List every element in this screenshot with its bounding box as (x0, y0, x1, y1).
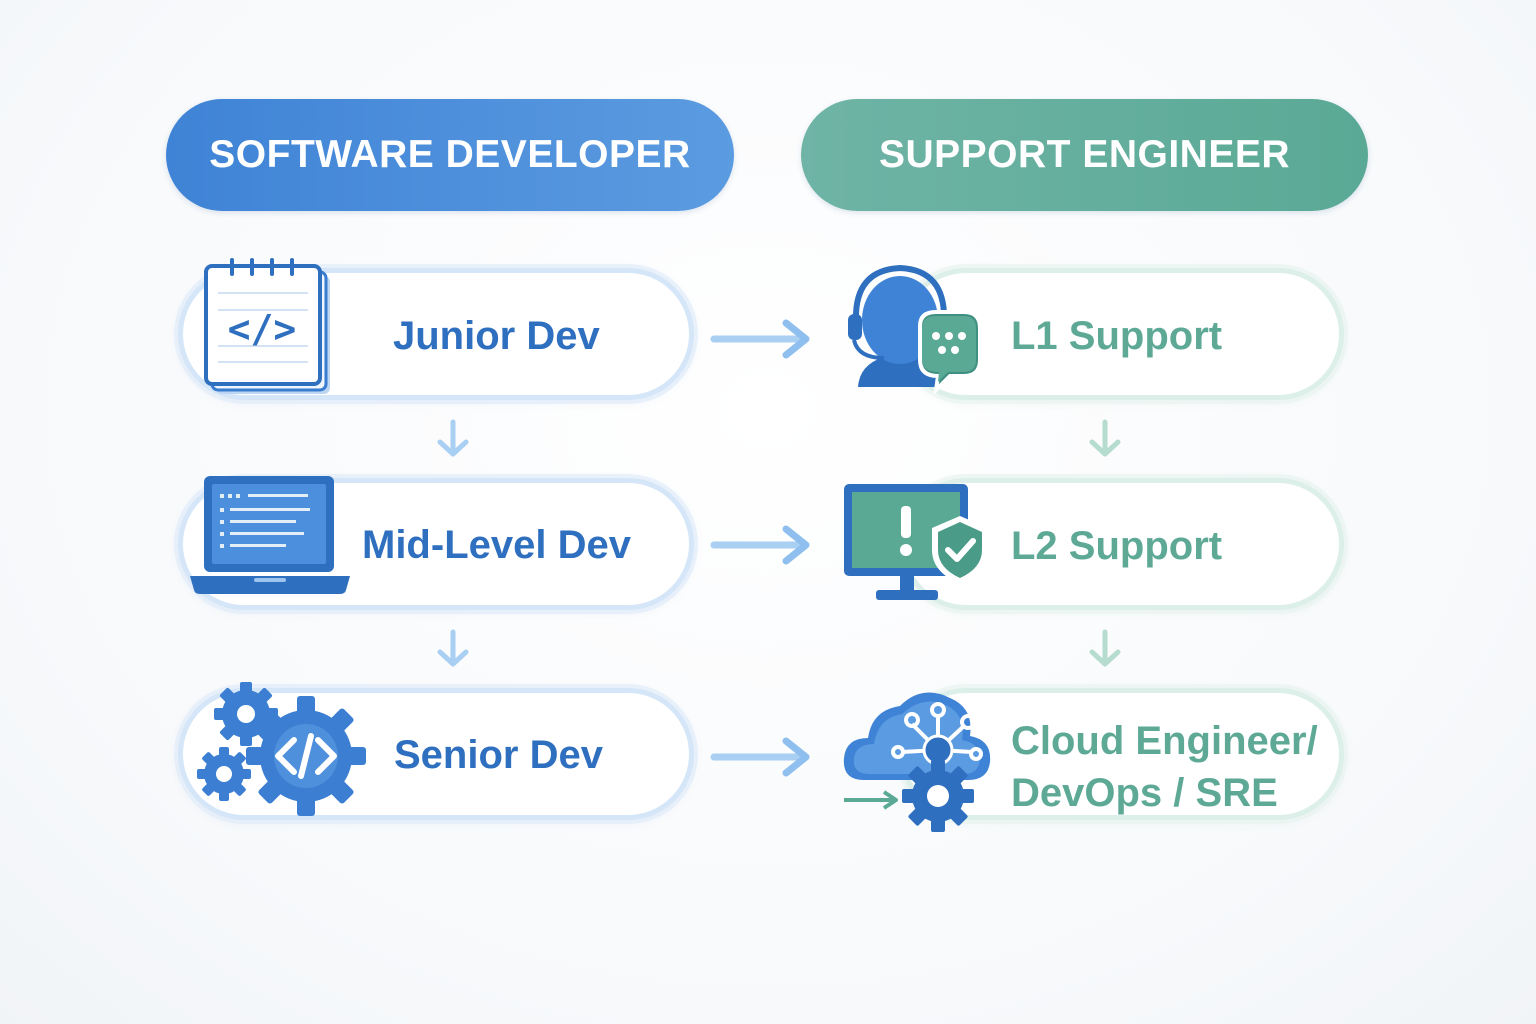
mid-level-dev-label: Mid-Level Dev (362, 523, 631, 567)
arrow-down-l2-to-cloud (1089, 629, 1121, 667)
arrow-right-senior-to-cloud (710, 737, 810, 777)
monitor-shield-icon (844, 484, 988, 600)
senior-dev-label: Senior Dev (394, 733, 603, 777)
cloud-engineer-card (900, 688, 1344, 820)
software-developer-header: SOFTWARE DEVELOPER (166, 99, 734, 211)
support-engineer-title: SUPPORT ENGINEER (878, 133, 1291, 176)
gears-code-icon (197, 682, 366, 816)
svg-text:</>: </> (228, 307, 297, 351)
arrow-right-mid-to-l2 (710, 525, 810, 565)
headset-chat-icon (848, 264, 982, 396)
support-engineer-header: SUPPORT ENGINEER (801, 99, 1368, 211)
arrow-down-mid-to-senior (437, 629, 469, 667)
l2-support-label: L2 Support (1011, 524, 1223, 568)
cloud-engineer-label: Cloud Engineer/ (1011, 719, 1318, 763)
arrow-down-junior-to-mid (437, 419, 469, 457)
laptop-code-icon (190, 476, 350, 594)
cloud-gear-icon (843, 692, 991, 832)
devops-sre-label: DevOps / SRE (1011, 771, 1278, 815)
junior-dev-label: Junior Dev (393, 314, 600, 358)
l1-support-label: L1 Support (1011, 314, 1223, 358)
code-notepad-icon: </> (204, 258, 330, 394)
arrow-right-junior-to-l1 (710, 319, 810, 359)
arrow-down-l1-to-l2 (1089, 419, 1121, 457)
software-developer-title: SOFTWARE DEVELOPER (209, 133, 691, 176)
